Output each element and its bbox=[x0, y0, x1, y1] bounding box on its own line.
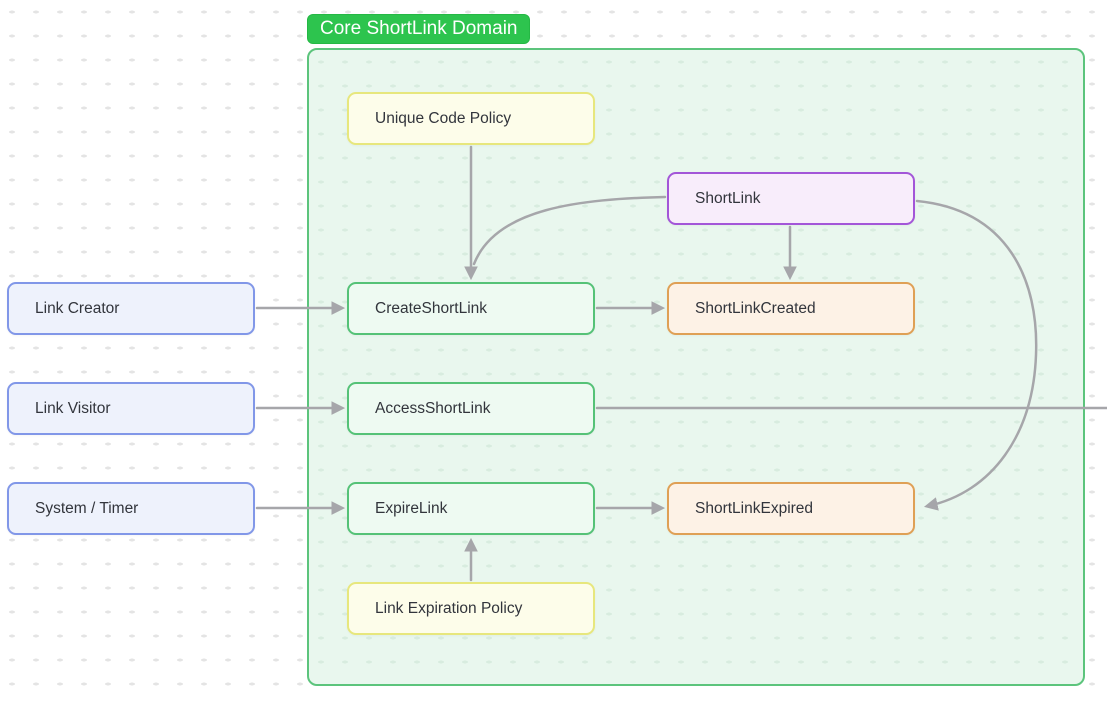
node-label: ExpireLink bbox=[375, 499, 448, 517]
node-label: Unique Code Policy bbox=[375, 109, 512, 127]
node-label: ShortLinkCreated bbox=[695, 299, 816, 317]
node-link-creator: Link Creator bbox=[7, 282, 255, 335]
node-label: Link Creator bbox=[35, 299, 120, 317]
domain-title-badge: Core ShortLink Domain bbox=[307, 14, 531, 44]
node-label: ShortLink bbox=[695, 189, 761, 207]
node-shortlink-created: ShortLinkCreated bbox=[667, 282, 915, 335]
node-label: ShortLinkExpired bbox=[695, 499, 814, 517]
node-system-timer: System / Timer bbox=[7, 482, 255, 535]
node-create-shortlink: CreateShortLink bbox=[347, 282, 595, 335]
node-link-visitor: Link Visitor bbox=[7, 382, 255, 435]
node-label: Link Expiration Policy bbox=[375, 599, 523, 617]
node-label: Link Visitor bbox=[35, 399, 111, 417]
node-label: AccessShortLink bbox=[375, 399, 491, 417]
node-label: System / Timer bbox=[35, 499, 139, 517]
node-link-expiration-policy: Link Expiration Policy bbox=[347, 582, 595, 635]
node-shortlink-expired: ShortLinkExpired bbox=[667, 482, 915, 535]
node-expire-link: ExpireLink bbox=[347, 482, 595, 535]
node-label: CreateShortLink bbox=[375, 299, 488, 317]
domain-title-label: Core ShortLink Domain bbox=[320, 18, 518, 39]
node-unique-code-policy: Unique Code Policy bbox=[347, 92, 595, 145]
node-shortlink: ShortLink bbox=[667, 172, 915, 225]
node-access-shortlink: AccessShortLink bbox=[347, 382, 595, 435]
